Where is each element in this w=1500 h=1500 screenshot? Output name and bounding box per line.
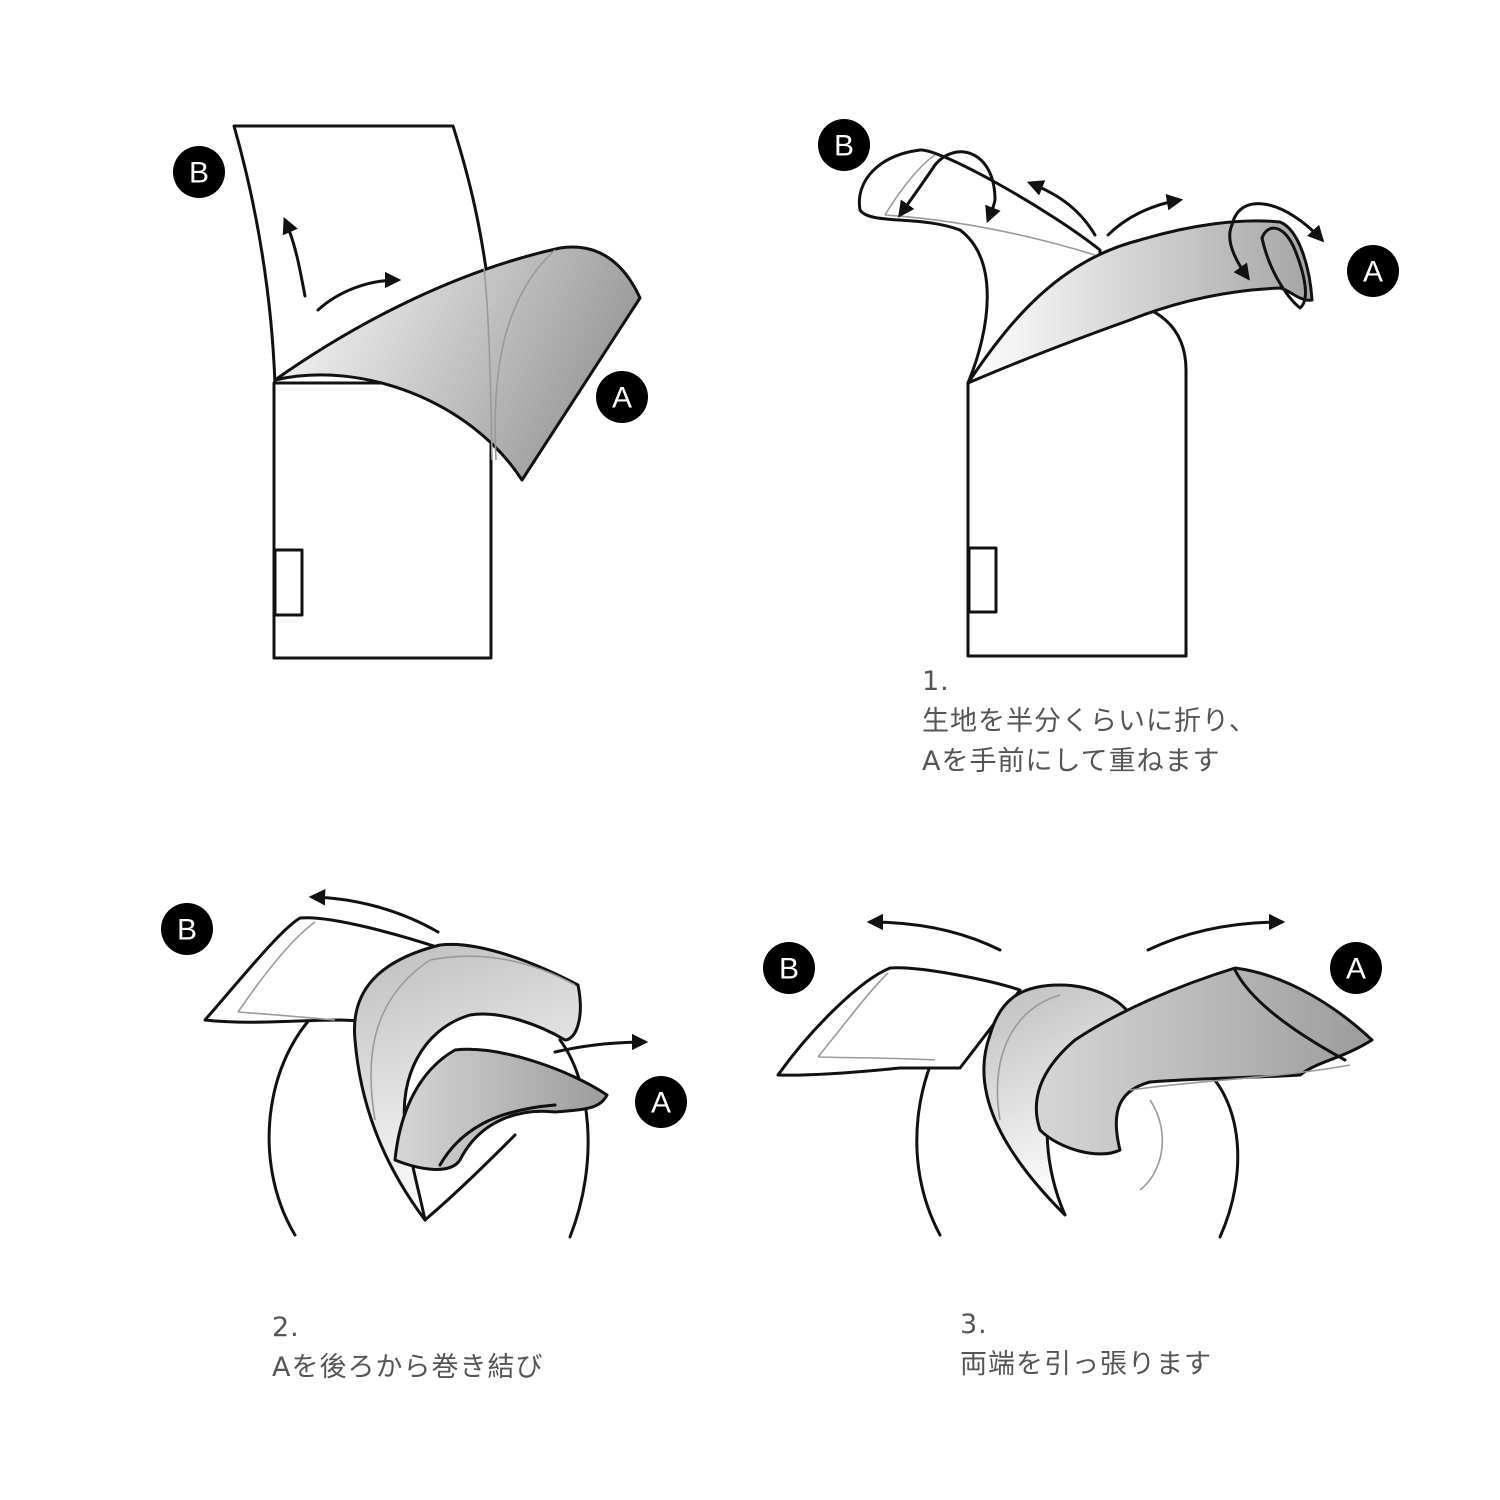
label-badge-a: A [635,1076,687,1128]
step-number: 2. [272,1312,300,1343]
svg-text:B: B [189,157,209,190]
svg-text:B: B [834,130,854,163]
fabric-end-a [273,245,642,482]
fabric-body [272,381,493,660]
fabric-tag [273,548,304,617]
step-text-line: Aを手前にして重ねます [922,746,1221,777]
svg-text:A: A [1363,256,1383,289]
illustration-step-1: B A [818,119,1399,658]
fabric-tag [967,546,998,614]
label-badge-b: B [818,119,870,171]
illustration-step-3: B A [763,913,1382,1239]
svg-text:A: A [651,1087,671,1120]
svg-text:A: A [612,382,632,415]
fabric-end-a [1034,966,1374,1156]
fabric-end-b [776,966,1022,1077]
illustration-step-2: B A [161,889,687,1239]
illustration-start: B A [173,124,648,660]
label-badge-b: B [763,942,815,994]
label-badge-b: B [161,903,213,955]
label-badge-a: A [1347,245,1399,297]
step-number: 1. [922,666,950,697]
fabric-end-a [393,1047,609,1171]
step-text-line: 生地を半分くらいに折り、 [922,706,1257,737]
label-badge-a: A [1330,942,1382,994]
svg-text:A: A [1346,953,1366,986]
svg-text:B: B [779,953,799,986]
fabric-end-a [966,219,1314,385]
fabric-band [352,942,582,1222]
step-number: 3. [960,1309,988,1340]
step-2-caption: 2. Aを後ろから巻き結び [272,1308,543,1388]
step-3-caption: 3. 両端を引っ張ります [960,1305,1212,1385]
step-text-line: Aを後ろから巻き結び [272,1352,544,1383]
label-badge-a: A [596,371,648,423]
svg-text:B: B [177,914,197,947]
step-1-caption: 1. 生地を半分くらいに折り、 Aを手前にして重ねます [922,662,1257,782]
step-text-line: 両端を引っ張ります [960,1349,1212,1380]
label-badge-b: B [173,146,225,198]
